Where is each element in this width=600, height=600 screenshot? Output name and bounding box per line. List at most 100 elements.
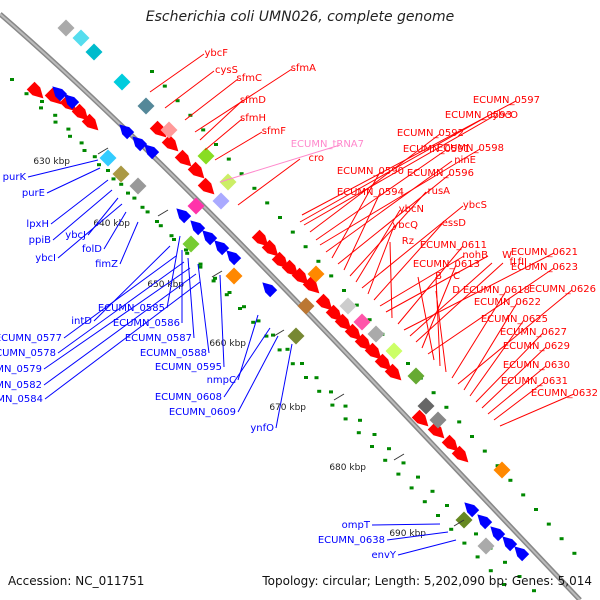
forward-leader-line [499, 393, 575, 427]
gc-dot [572, 551, 577, 555]
reverse-gene-label: ECUMN_0582 [0, 380, 42, 391]
forward-gene-label: ECUMN_0621 [511, 247, 578, 258]
reverse-leader-line [57, 261, 185, 354]
forward-gene-label: ECUMN_0623 [511, 262, 578, 273]
gc-dot [314, 376, 319, 380]
gc-dot [303, 245, 308, 249]
forward-gene-arrow-shape [315, 293, 333, 311]
reverse-gene-arrow [132, 136, 148, 152]
reverse-gene-label: ECUMN_0584 [0, 394, 43, 405]
forward-gene-label: W [502, 250, 512, 261]
forward-leader-line [149, 53, 205, 93]
gc-dot [126, 191, 130, 195]
gc-dot [300, 362, 304, 365]
forward-gene-label: ECUMN_0630 [503, 360, 570, 371]
forward-gene-label: ECUMN_0632 [531, 388, 598, 399]
reverse-gene-arrow-shape [119, 124, 135, 140]
forward-leader-line [417, 276, 435, 361]
reverse-leader-line [119, 221, 139, 265]
gc-dot [470, 435, 474, 438]
forward-gene-label: D [452, 285, 460, 296]
gc-dot [416, 475, 420, 479]
reverse-gene-arrow [190, 220, 206, 236]
reverse-leader-line [103, 211, 127, 250]
gc-dot [172, 238, 176, 241]
reverse-gene-label: ECUMN_0587 [125, 333, 192, 344]
reverse-leader-line [50, 179, 109, 225]
forward-gene-arrow-shape [187, 161, 205, 179]
gc-dot [140, 205, 145, 209]
forward-gene-label: B [435, 271, 442, 282]
forward-leader-line [385, 255, 489, 313]
forward-gene-label: essD [442, 218, 467, 229]
reverse-gene-label: ppiB [29, 235, 51, 246]
reverse-leader-line [187, 257, 195, 339]
forward-gene-arrow-shape [161, 134, 179, 152]
gc-dot [517, 575, 522, 578]
forward-leader-line [204, 118, 243, 151]
gc-dot [53, 120, 58, 124]
forward-gene-label: sfmH [240, 113, 266, 124]
reverse-gene-label: purK [3, 172, 27, 183]
feature-box [353, 313, 371, 331]
forward-gene-arrow-shape [364, 342, 382, 360]
forward-gene-arrow [71, 103, 89, 121]
forward-leader-line [415, 262, 504, 343]
forward-gene-label: sfmD [240, 95, 266, 106]
gc-dot [436, 514, 440, 517]
reverse-gene-arrow [464, 502, 480, 518]
forward-gene-label: ECUMN_0613 [413, 259, 480, 270]
forward-gene-arrow-shape [271, 251, 289, 269]
gc-dot [367, 318, 372, 322]
forward-gene-arrow-shape [334, 313, 352, 331]
gc-dot [285, 347, 290, 351]
reverse-gene-arrow-shape [514, 546, 530, 562]
tick-label: 660 kbp [209, 339, 246, 349]
reverse-leader-line [275, 343, 293, 429]
gc-dot [449, 527, 454, 531]
gc-dot [431, 391, 436, 395]
forward-leader-line [219, 144, 341, 183]
feature-box [407, 367, 425, 385]
reverse-gene-label: ECUMN_0579 [0, 364, 42, 375]
gc-dot [198, 262, 203, 266]
reverse-gene-arrow-shape [64, 94, 80, 110]
reverse-gene-label: ompT [342, 520, 371, 531]
feature-box [297, 297, 315, 315]
gc-dot [444, 405, 449, 409]
gc-dot [264, 334, 269, 338]
reverse-gene-label: ynfO [250, 423, 274, 434]
gc-dot [532, 589, 536, 593]
reverse-gene-label: lpxH [26, 219, 49, 230]
gc-dot [430, 489, 435, 493]
forward-leader-line [373, 223, 443, 301]
forward-gene-label: ninE [454, 155, 476, 166]
reverse-leader-line [27, 159, 99, 178]
forward-leader-line [214, 131, 263, 161]
gc-dot [111, 177, 116, 181]
gc-dot [474, 532, 478, 536]
gc-dot [256, 319, 261, 323]
gc-dot [372, 433, 377, 436]
forward-gene-label: ECUMN_0591 [403, 144, 470, 155]
forward-gene-label: C [453, 271, 460, 282]
forward-leader-line [397, 245, 464, 325]
gc-dot [119, 182, 124, 186]
gc-dot [475, 555, 480, 559]
gc-dot [330, 403, 335, 407]
forward-gene-arrow-shape [44, 87, 62, 105]
forward-gene-label: ECUMN_0629 [503, 341, 570, 352]
forward-leader-line [427, 267, 555, 355]
forward-gene-label: ECUMN_0622 [474, 297, 541, 308]
forward-gene-arrow [81, 113, 99, 131]
forward-leader-line [435, 290, 447, 373]
forward-gene-label: cro [308, 153, 324, 164]
forward-leader-line [184, 78, 239, 121]
gc-dot [226, 157, 231, 161]
gc-dot [79, 141, 84, 145]
feature-box [367, 325, 385, 343]
tick-label: 690 kbp [389, 529, 426, 539]
reverse-gene-arrow [477, 514, 493, 530]
gc-dot [396, 472, 401, 476]
